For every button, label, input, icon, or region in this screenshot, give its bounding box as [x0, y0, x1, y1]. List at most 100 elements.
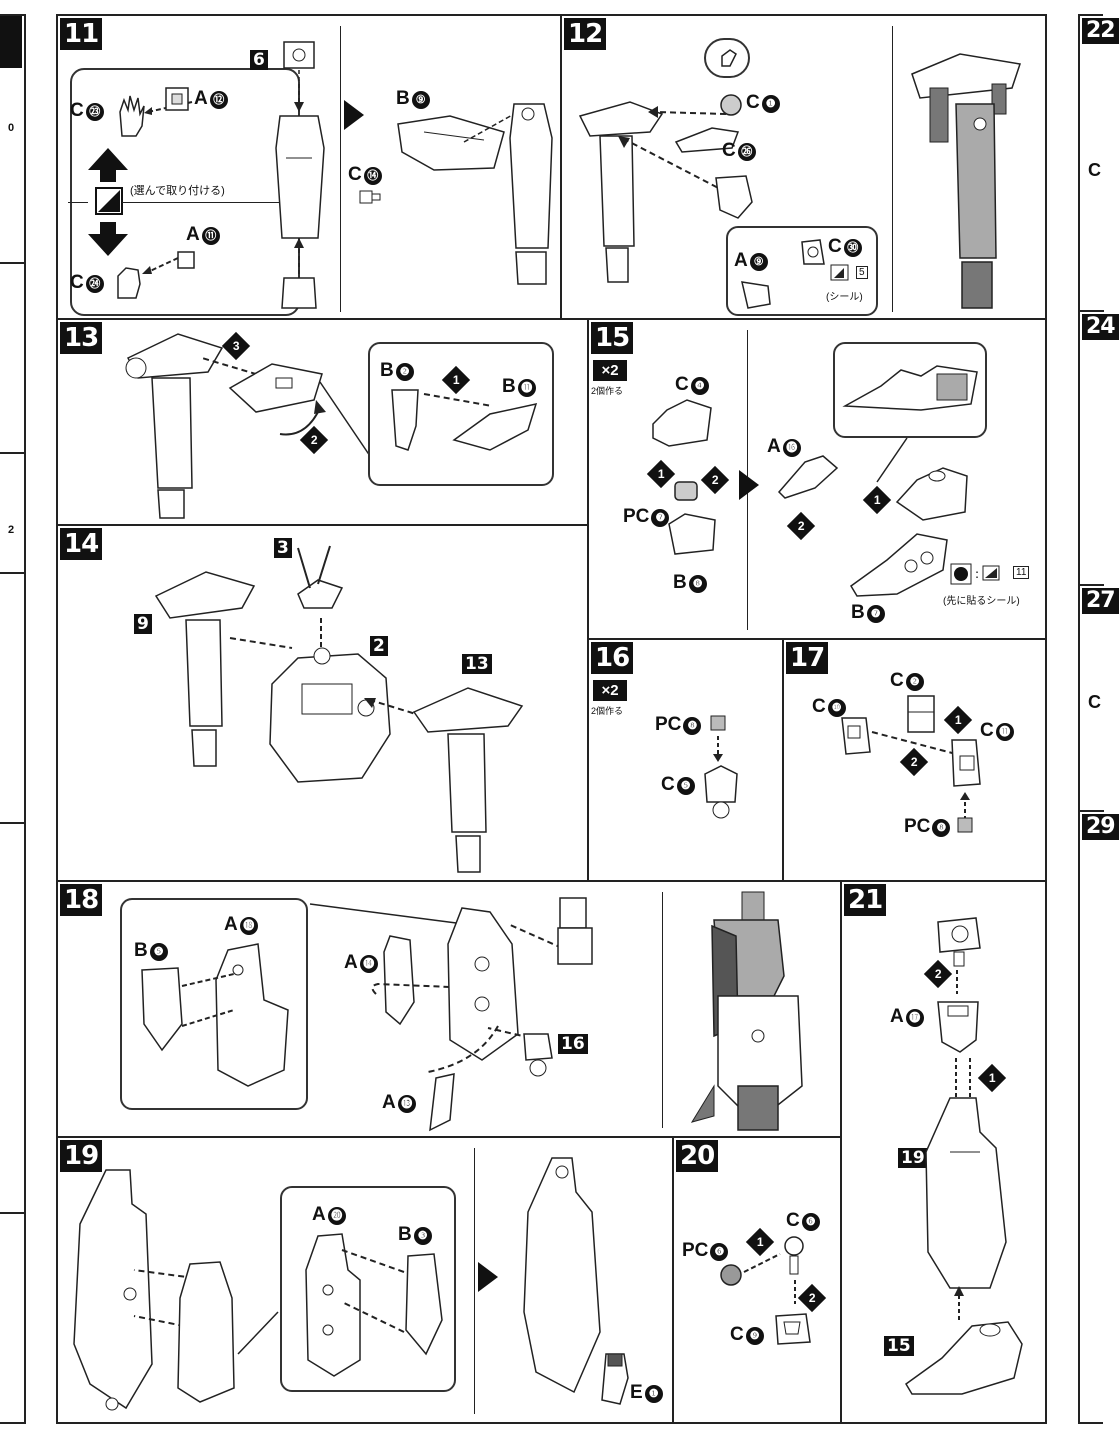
- step-29-number: 29: [1082, 814, 1119, 840]
- callout-pointer: [876, 437, 908, 483]
- step-19-divider: [474, 1148, 475, 1414]
- right-fragment-label: C: [1088, 160, 1101, 180]
- hand-fist-part: [117, 267, 141, 299]
- part-c-joint: [557, 897, 593, 965]
- part-pc6: [720, 1264, 742, 1286]
- sticker-icon: [830, 264, 849, 281]
- hand-open-part: [119, 95, 145, 137]
- sequence-2-marker: 2: [786, 511, 816, 541]
- step-15-number: 15: [591, 322, 634, 354]
- arrow: [181, 973, 235, 1027]
- arm-completed-view: [911, 53, 1021, 309]
- arrow: [144, 101, 193, 115]
- make-two-note: 2個作る: [591, 706, 624, 716]
- step-14-panel: 14 3 9 2 13: [56, 524, 589, 882]
- callout-pointer: [237, 1311, 279, 1355]
- head-part: [297, 545, 344, 609]
- part-c26: [674, 127, 740, 153]
- forearm-assembled: [463, 103, 553, 285]
- right-rule: [1080, 810, 1104, 812]
- right-arm-unit: [412, 687, 524, 873]
- step-27-number: 27: [1082, 588, 1119, 614]
- make-two-note: 2個作る: [591, 386, 624, 396]
- part-c5: [704, 765, 738, 819]
- ref-step-19: 19: [898, 1148, 928, 1168]
- right-fragment-label: C: [1088, 692, 1101, 712]
- left-rule: [0, 452, 24, 454]
- leg-assembled: [523, 1157, 601, 1394]
- sticker-note: (先に貼るシール): [943, 596, 1020, 607]
- ref-step-16: 16: [558, 1034, 588, 1054]
- part-c10: [841, 717, 871, 755]
- ref-step-6: 6: [250, 50, 268, 70]
- part-pc8: [957, 817, 973, 833]
- part-a13: [429, 1073, 455, 1132]
- arrow: [960, 792, 970, 820]
- sequence-1-marker: 1: [977, 1063, 1007, 1093]
- arrow-next: [739, 470, 759, 500]
- ref-step-9: 9: [134, 614, 152, 634]
- part-pc7: [674, 481, 698, 501]
- part-c9: [775, 1313, 811, 1345]
- arrow-next: [344, 100, 364, 130]
- left-header-block: [0, 16, 22, 68]
- left-page-fragment: 0 2: [0, 14, 26, 1424]
- part-shield-b: [228, 363, 323, 413]
- left-fragment-number: 0: [8, 122, 15, 134]
- leg-assembly: [73, 1169, 153, 1411]
- step-22-number: 22: [1082, 18, 1119, 44]
- arrow: [648, 106, 727, 118]
- right-rule: [1080, 310, 1104, 312]
- svg-text::: :: [975, 567, 979, 581]
- ref-step-15: 15: [884, 1336, 914, 1356]
- left-rule: [0, 262, 24, 264]
- part-a14: [383, 935, 415, 1026]
- part-c30: [801, 239, 825, 265]
- part-a11: [177, 251, 195, 269]
- part-a18: [215, 943, 289, 1087]
- arrow: [229, 637, 293, 649]
- left-arm-unit: [154, 571, 256, 767]
- make-two-badge: ×2: [593, 360, 627, 381]
- arm-assembly: [125, 333, 224, 519]
- swap-arrows-icon: [88, 148, 128, 256]
- step-12-divider: [892, 26, 893, 312]
- sticker-sample-icon: :: [950, 563, 1000, 585]
- part-b8: [668, 513, 716, 555]
- part-pc8: [710, 715, 726, 731]
- part-b5: [141, 967, 183, 1052]
- arrow: [713, 736, 723, 762]
- ref-step-2: 2: [370, 636, 388, 656]
- part-c2: [907, 695, 935, 733]
- step-11-number: 11: [60, 18, 103, 50]
- sequence-2-marker: 2: [700, 465, 730, 495]
- arrow: [871, 731, 957, 755]
- part-b11: [452, 402, 538, 451]
- part-a12: [165, 87, 189, 111]
- arrow: [423, 393, 493, 407]
- right-rule: [1080, 584, 1104, 586]
- part-b3-armor: [177, 1261, 235, 1403]
- make-two-badge: ×2: [593, 680, 627, 701]
